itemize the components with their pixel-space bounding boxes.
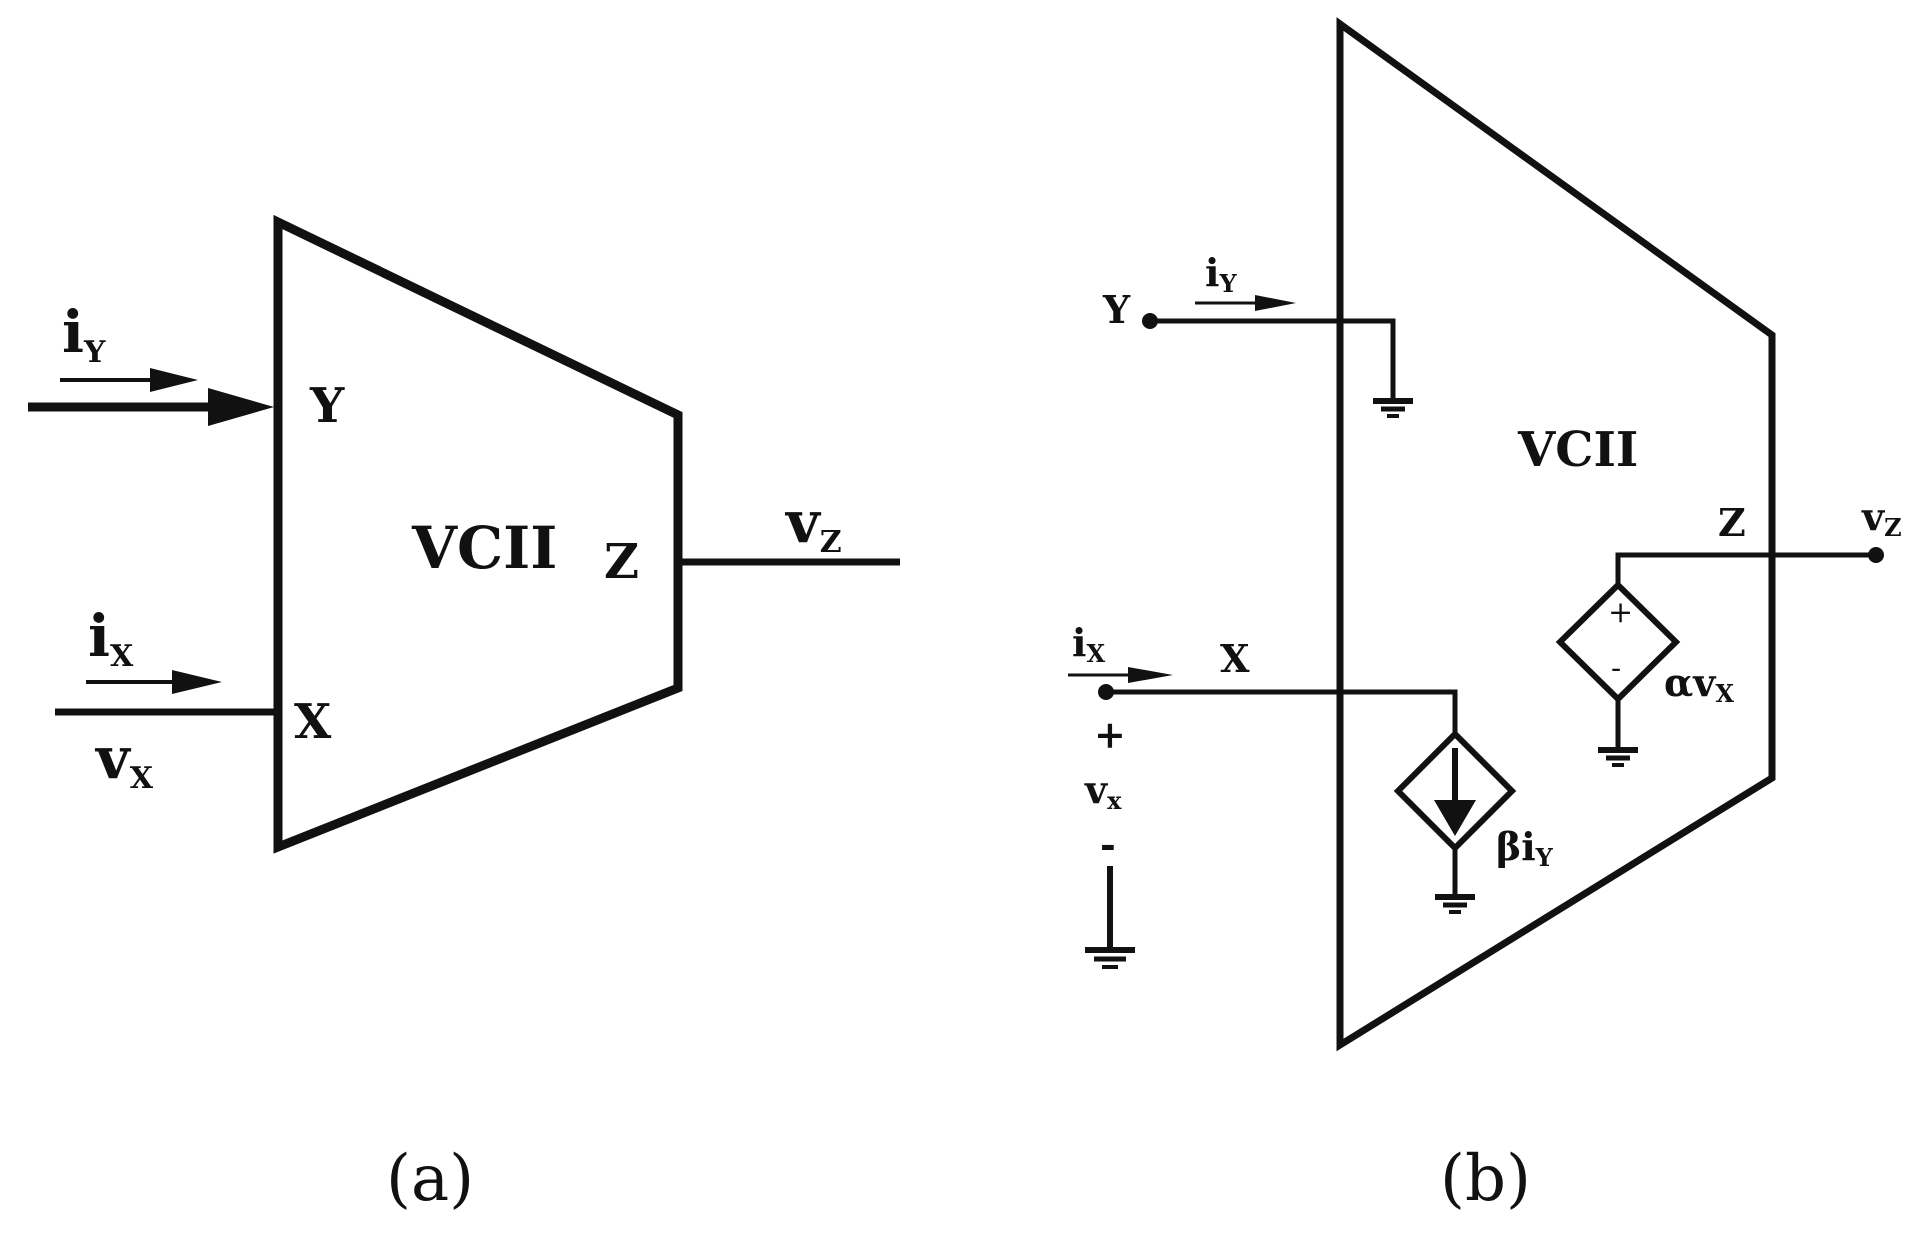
vz-main-b: v (1861, 494, 1886, 539)
block-label-a: VCII (411, 514, 557, 582)
iy-label-b: iY (1205, 250, 1237, 298)
beta-label-b: βiY (1496, 824, 1554, 872)
beta-sub-b: Y (1535, 843, 1554, 872)
vz-sub-b: Z (1884, 513, 1902, 542)
terminal-y-b: Y (1102, 287, 1131, 332)
port-y-a: Y (309, 378, 345, 434)
z-wire-b (1615, 552, 1876, 585)
ix-arrowhead-a (172, 670, 222, 694)
vx-label-b: vx (1084, 767, 1122, 815)
ix-label-b: iX (1072, 620, 1105, 668)
beta-main-b: βi (1496, 824, 1536, 869)
vcii-block-b (1336, 17, 1776, 1052)
alpha-label-b: αvX (1664, 660, 1734, 708)
z-terminal-dot-b (1868, 547, 1884, 563)
ground-icon (1373, 398, 1413, 418)
iy-label-a: iY (62, 298, 106, 370)
iy-arrowhead-b (1255, 295, 1296, 311)
port-x-a: X (294, 694, 332, 750)
vz-label-b: vZ (1861, 494, 1902, 542)
vcii-block-a (273, 214, 683, 854)
block-label-b: VCII (1517, 422, 1638, 478)
ix-arrowhead-b (1128, 667, 1173, 683)
ix-sub-b: X (1086, 639, 1105, 668)
iy-main-a: i (62, 298, 84, 366)
vx-sub-a: X (130, 761, 154, 796)
alpha-main-b: αv (1664, 660, 1717, 705)
iy-sub-b: Y (1218, 269, 1237, 298)
iy-sub-a: Y (83, 335, 106, 370)
ground-icon (1598, 747, 1638, 767)
caption-a: (a) (386, 1142, 474, 1216)
vsrc-minus-b: - (1611, 651, 1621, 686)
panel-b: VCII Y iY X iX + vx - (1068, 17, 1902, 1216)
ix-sub-a: X (110, 639, 134, 674)
ix-label-a: iX (88, 602, 134, 674)
x-wire-b (1106, 689, 1458, 734)
vsrc-plus-b: + (1608, 595, 1633, 630)
iy-arrowhead-a (150, 368, 198, 392)
y-wire-b (1150, 318, 1396, 401)
vz-label-a: vZ (784, 488, 842, 560)
ground-icon (1085, 947, 1135, 969)
caption-b: (b) (1440, 1142, 1531, 1216)
vx-sub-b: x (1107, 786, 1122, 815)
beta-arrowhead-b (1434, 800, 1476, 836)
minus-sign-b: - (1100, 822, 1116, 867)
panel-a: VCII Y iY X iX vX Z vZ (a) (28, 214, 900, 1216)
terminal-z-b: Z (1718, 500, 1746, 545)
vx-main-b: v (1084, 767, 1109, 812)
y-input-arrowhead-a (208, 388, 274, 426)
vx-main-a: v (94, 724, 132, 792)
vx-label-a: vX (94, 724, 154, 796)
alpha-sub-b: X (1715, 679, 1734, 708)
ground-icon (1435, 894, 1475, 914)
port-z-a: Z (604, 534, 639, 590)
iy-main-b: i (1205, 250, 1219, 295)
plus-sign-b: + (1094, 712, 1126, 757)
terminal-x-b: X (1220, 636, 1250, 681)
ix-main-b: i (1072, 620, 1086, 665)
vz-sub-a: Z (820, 525, 842, 560)
vz-main-a: v (784, 488, 822, 556)
ix-main-a: i (88, 602, 110, 670)
